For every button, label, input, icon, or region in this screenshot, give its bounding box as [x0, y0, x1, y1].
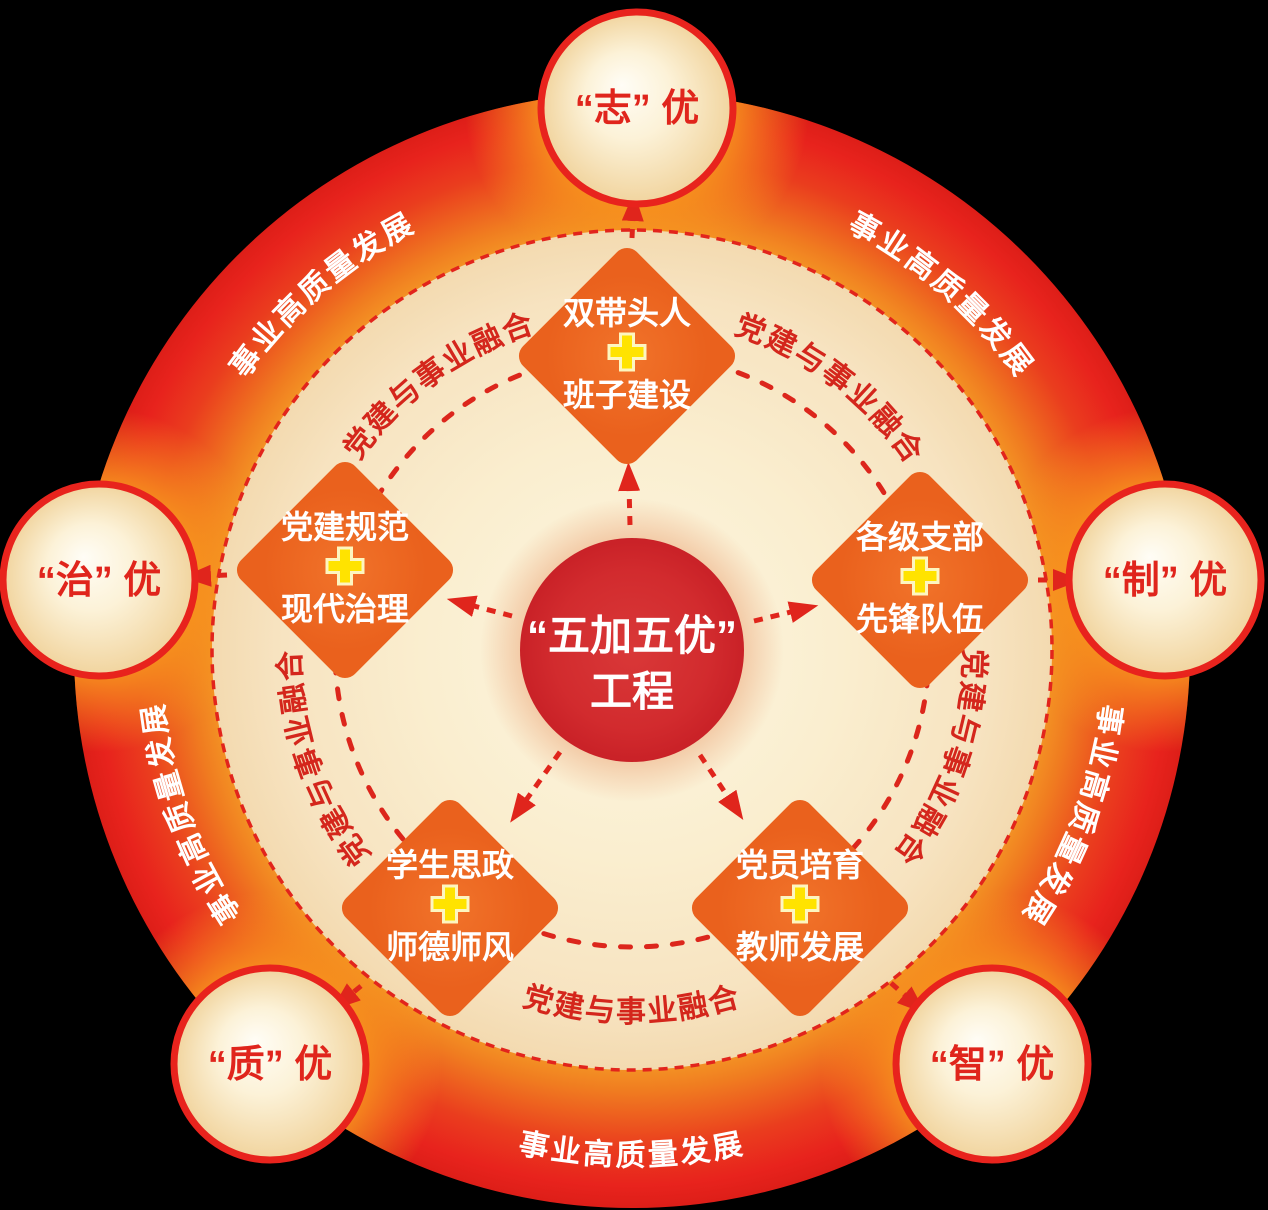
diamond-right-line2: 先锋队伍	[856, 601, 984, 637]
satellite-top-circle	[537, 8, 737, 208]
satellite-left-circle	[0, 480, 199, 680]
satellite-bottom-right-circle	[892, 964, 1092, 1164]
satellite-left: “治” 优	[0, 480, 199, 680]
diamond-bottom-right-line1: 党员培育	[736, 847, 864, 883]
satellite-right-circle	[1065, 480, 1265, 680]
satellite-bottom-left-circle	[170, 964, 370, 1164]
arrow-center-to-top-diamond	[618, 462, 641, 526]
satellite-bottom-left-label: “质” 优	[208, 1044, 333, 1086]
satellite-bottom-right: “智” 优	[892, 964, 1092, 1164]
diamond-right: 各级支部 先锋队伍	[811, 471, 1029, 689]
satellite-right: “制” 优	[1065, 480, 1265, 680]
diamond-top: 双带头人 班子建设	[518, 247, 736, 465]
arrow-center-to-right-diamond	[753, 601, 819, 624]
diamond-top-line1: 双带头人	[563, 295, 691, 331]
satellite-left-label: “治” 优	[37, 560, 162, 602]
diamond-left-line2: 现代治理	[281, 591, 409, 627]
arrow-center-to-left-diamond	[446, 595, 513, 619]
plus-icon	[900, 556, 940, 596]
satellite-top: “志” 优	[537, 8, 737, 208]
diamond-bottom-right-line2: 教师发展	[736, 929, 864, 965]
satellite-bottom-right-label: “智” 优	[930, 1044, 1055, 1086]
satellite-right-label: “制” 优	[1103, 560, 1228, 602]
spoke-arrows	[182, 192, 1082, 1014]
satellite-bottom-left: “质” 优	[170, 964, 370, 1164]
arrow-bottom-right-diamond-to-circle	[889, 981, 926, 1014]
arrow-bottom-left-diamond-to-circle	[331, 983, 363, 1011]
diamond-top-line2: 班子建设	[563, 377, 691, 413]
arrow-top-diamond-to-circle	[621, 192, 644, 239]
satellite-top-label: “志” 优	[575, 88, 700, 130]
arrow-left-diamond-to-circle	[182, 564, 228, 587]
center-title-line2: 工程	[590, 668, 674, 715]
plus-icon	[325, 546, 365, 586]
center-title-line1: “五加五优”	[527, 612, 737, 659]
diamond-left: 党建规范 现代治理	[236, 461, 454, 679]
diamond-bottom-left-line1: 学生思政	[386, 847, 514, 883]
center-circle	[520, 538, 744, 762]
diamond-bottom-right: 党员培育 教师发展	[691, 799, 909, 1017]
diamond-bottom-left-line2: 师德师风	[386, 929, 514, 965]
dashed-boundary-circle	[210, 228, 1054, 1072]
diamond-left-line1: 党建规范	[281, 509, 409, 545]
plus-icon	[430, 884, 470, 924]
arrow-center-to-bottom-left-diamond	[510, 750, 563, 823]
diamond-bottom-left: 学生思政 师德师风	[341, 799, 559, 1017]
diamond-right-line1: 各级支部	[856, 519, 984, 555]
plus-icon	[780, 884, 820, 924]
plus-icon	[607, 332, 647, 372]
